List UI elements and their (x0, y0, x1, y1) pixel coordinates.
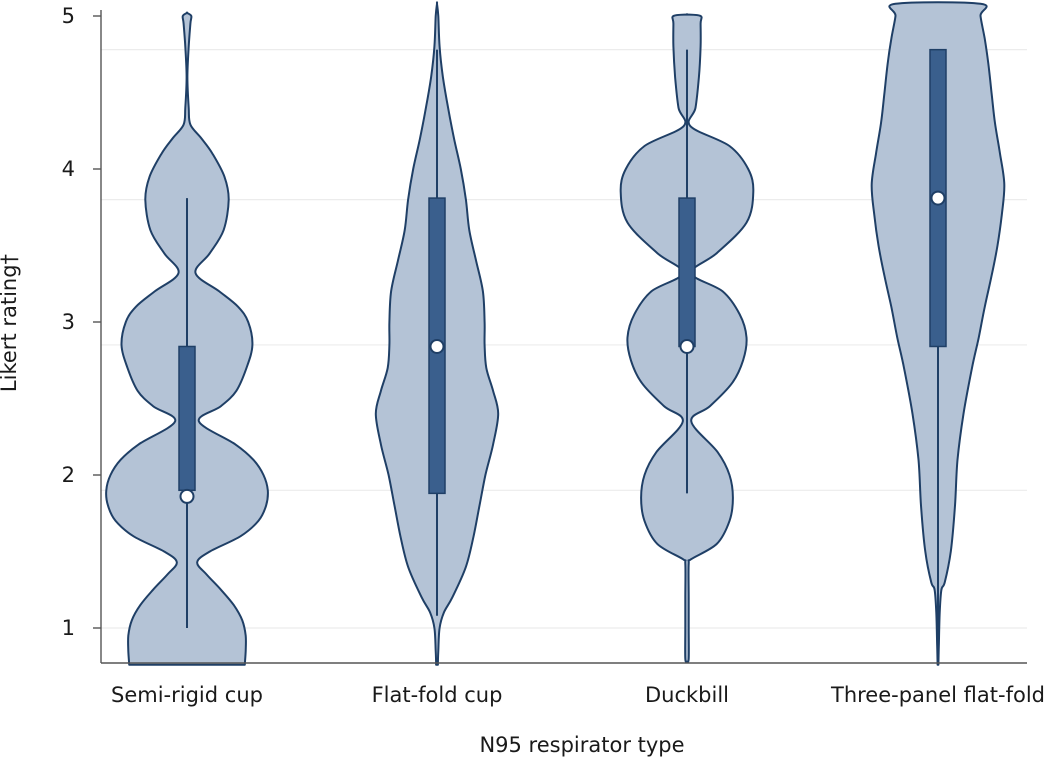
y-tick-label: 5 (62, 4, 75, 28)
x-category-labels: Semi-rigid cup Flat-fold cup Duckbill Three… (111, 683, 1045, 707)
x-category-label: Flat-fold cup (372, 683, 503, 707)
y-tick-label: 3 (62, 310, 75, 334)
y-ticks: 1 2 3 4 5 (62, 4, 101, 640)
violin-group (374, 1, 500, 666)
violin-median (429, 338, 445, 354)
y-axis-title: Likert rating† (0, 254, 21, 392)
y-tick-label: 4 (62, 157, 75, 181)
x-category-label: Duckbill (645, 683, 729, 707)
violin-iqr-box (178, 345, 196, 492)
x-category-label: Three-panel flat-fold (830, 683, 1045, 707)
violin-median (679, 338, 695, 354)
violin-median (930, 190, 946, 206)
violin-iqr-box (678, 197, 696, 348)
x-axis-title: N95 respirator type (479, 733, 684, 757)
violin-median (179, 488, 195, 504)
y-tick-label: 2 (62, 463, 75, 487)
violin-group (619, 13, 755, 664)
axes (100, 10, 1027, 664)
violins (105, 1, 1006, 666)
violin-group (870, 1, 1006, 666)
y-tick-label: 1 (62, 616, 75, 640)
violin-group (105, 11, 269, 666)
x-category-label: Semi-rigid cup (111, 683, 263, 707)
